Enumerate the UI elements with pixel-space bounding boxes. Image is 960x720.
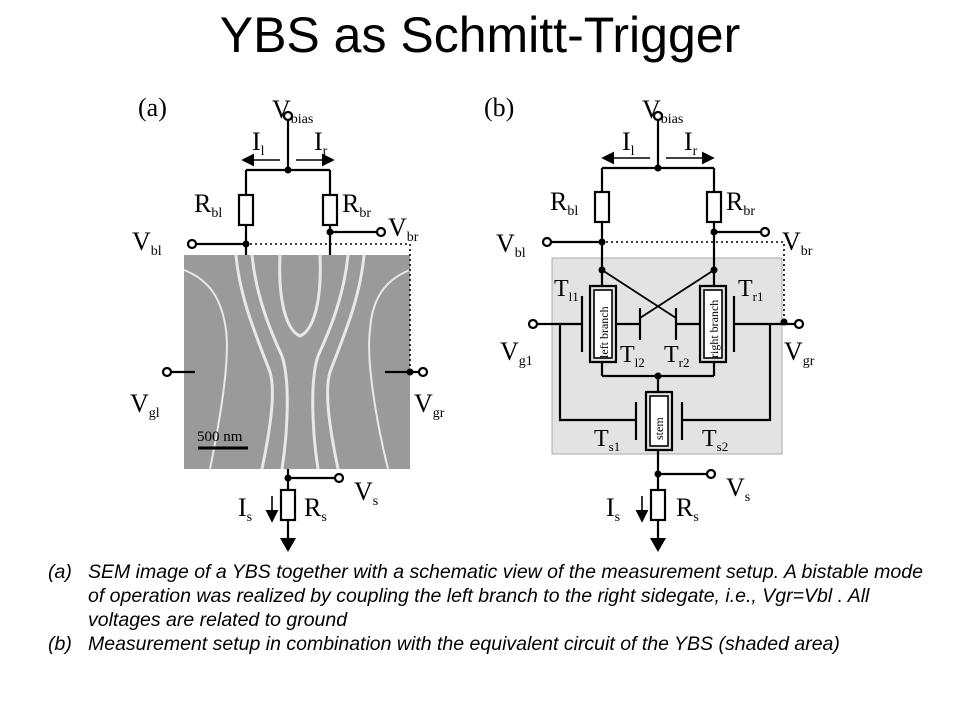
label-vg1: Vg1 — [500, 337, 533, 369]
stem-path — [644, 390, 658, 452]
label-il: Il — [252, 127, 265, 159]
stem-label: stem — [652, 417, 666, 440]
vbl-terminal — [186, 238, 198, 250]
bias-terminal — [282, 110, 294, 122]
label-rbl: Rbl — [194, 189, 222, 221]
vgl-terminal — [161, 366, 173, 378]
cross-wire-1 — [601, 269, 677, 319]
cross-wire-2 — [639, 269, 715, 319]
scale-label: 500 nm — [197, 429, 243, 445]
caption: (a) SEM image of a YBS together with a s… — [48, 560, 928, 656]
vbl-terminal-b — [541, 236, 553, 248]
vs-terminal — [333, 472, 345, 484]
label-tl2: Tl2 — [620, 342, 645, 370]
label-vs-b: Vs — [726, 473, 750, 505]
caption-item-a: (a) SEM image of a YBS together with a s… — [48, 560, 928, 632]
stem-box — [649, 395, 669, 447]
vs-terminal-b — [705, 468, 717, 480]
label-rs: Rs — [304, 493, 327, 525]
caption-marker-a: (a) — [48, 561, 72, 583]
panel-a-label: (a) — [138, 93, 167, 122]
resistor-bl-b — [593, 190, 611, 224]
label-rbr: Rbr — [342, 189, 371, 221]
resistor-s-b — [649, 488, 667, 522]
label-ts1: Ts1 — [594, 426, 620, 454]
label-vgl: Vgl — [130, 389, 160, 421]
right-branch-label: right branch — [707, 300, 721, 358]
label-vgr-b: Vgr — [784, 337, 815, 369]
label-ts2: Ts2 — [702, 426, 728, 454]
label-ir: Ir — [314, 127, 328, 159]
vbr-terminal-b — [759, 226, 771, 238]
label-vbl-b: Vbl — [496, 229, 526, 261]
label-vs: Vs — [354, 477, 378, 509]
vbr-terminal — [375, 226, 387, 238]
panel-b — [527, 110, 805, 552]
sem-image — [183, 254, 411, 470]
resistor-bl — [237, 193, 255, 227]
panel-a — [161, 110, 429, 552]
resistor-br-b — [705, 190, 723, 224]
caption-text-a: SEM image of a YBS together with a schem… — [88, 561, 923, 631]
coupling-line-b — [606, 241, 785, 322]
label-is-b: Is — [606, 493, 620, 525]
panel-b-label: (b) — [484, 93, 514, 122]
label-il-b: Il — [622, 127, 635, 159]
resistor-s — [279, 488, 297, 522]
caption-item-b: (b) Measurement setup in combination wit… — [48, 632, 928, 656]
left-branch-box — [593, 289, 613, 359]
resistor-br — [321, 193, 339, 227]
label-vbr: Vbr — [388, 213, 419, 245]
label-vbl: Vbl — [132, 227, 162, 259]
slide-title: YBS as Schmitt-Trigger — [219, 7, 741, 63]
label-vbias-b: Vbias — [642, 95, 683, 127]
caption-marker-b: (b) — [48, 633, 72, 655]
left-branch-path — [588, 270, 604, 376]
bias-terminal-b — [652, 110, 664, 122]
label-rbr-b: Rbr — [726, 187, 755, 219]
vg1-terminal — [527, 318, 539, 330]
ground-arrow-b — [650, 538, 666, 552]
label-vgr: Vgr — [414, 389, 445, 421]
label-rbl-b: Rbl — [550, 187, 578, 219]
label-vbr-b: Vbr — [782, 227, 813, 259]
ground-arrow — [280, 538, 296, 552]
caption-text-b: Measurement setup in combination with th… — [88, 633, 840, 655]
right-branch-box — [703, 289, 723, 359]
vgr-terminal-b — [793, 318, 805, 330]
coupling-line — [250, 243, 411, 372]
label-vbias: Vbias — [272, 95, 313, 127]
label-is: Is — [238, 493, 252, 525]
label-tr2: Tr2 — [664, 342, 690, 370]
right-branch-path — [712, 270, 728, 376]
label-rs-b: Rs — [676, 493, 699, 525]
label-tr1: Tr1 — [738, 276, 764, 304]
label-ir-b: Ir — [684, 127, 698, 159]
left-branch-label: left branch — [597, 306, 611, 358]
vgr-terminal — [417, 366, 429, 378]
label-tl1: Tl1 — [554, 276, 579, 304]
